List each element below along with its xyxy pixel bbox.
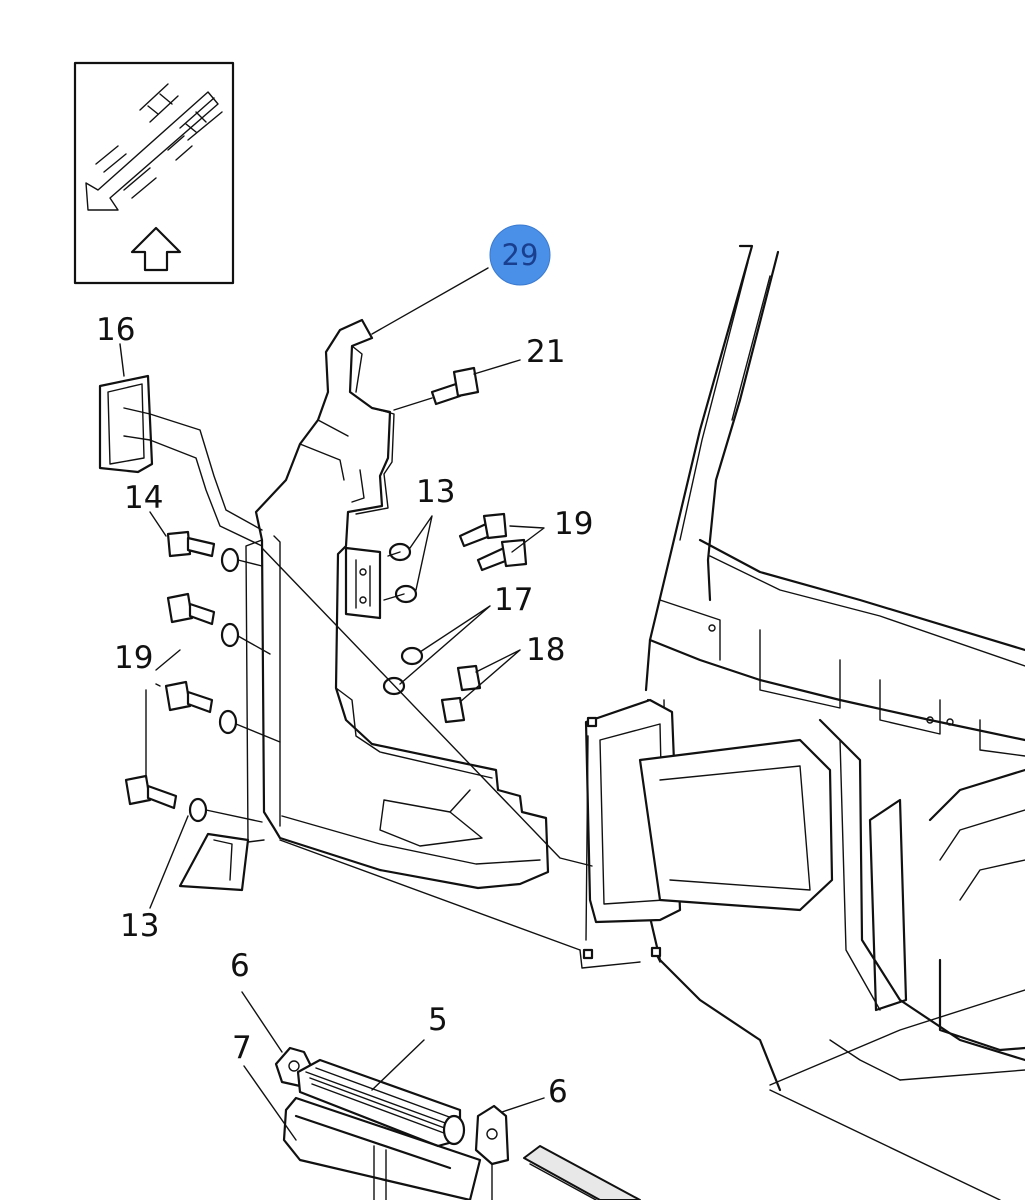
left-fasteners <box>124 530 281 823</box>
label-19-right: 19 <box>554 506 593 542</box>
label-13-lower: 13 <box>120 908 159 944</box>
label-leaders <box>145 359 545 1141</box>
bolt-21 <box>393 366 480 411</box>
label-7: 7 <box>232 1030 252 1066</box>
label-19-left: 19 <box>114 640 153 676</box>
assembly-guide-lines <box>261 547 662 969</box>
callout-29-circle[interactable] <box>489 224 551 286</box>
bolt-14 <box>166 530 240 573</box>
label-13-upper: 13 <box>416 474 455 510</box>
bolt-19-lower <box>164 680 238 735</box>
label-17: 17 <box>494 582 533 618</box>
bolt-19-upper <box>166 592 240 648</box>
up-arrow-icon <box>130 226 182 272</box>
label-6-left: 6 <box>230 948 250 984</box>
vehicle-orientation-icon <box>85 83 223 211</box>
label-14: 14 <box>124 480 163 516</box>
label-6-right: 6 <box>548 1074 568 1110</box>
lower-parts <box>274 1046 641 1200</box>
label-21: 21 <box>526 334 565 370</box>
bolt-19-bottom <box>124 774 208 823</box>
callout-29-label: 29 <box>502 238 539 272</box>
part-16-clip <box>98 343 263 547</box>
orientation-inset <box>73 61 235 285</box>
part-7-frame <box>282 1096 482 1200</box>
part-labels: 16 21 14 13 19 17 18 19 13 6 5 7 6 <box>96 312 593 1110</box>
label-5: 5 <box>428 1002 448 1038</box>
part-5-grille <box>296 1058 466 1148</box>
label-16: 16 <box>96 312 135 348</box>
right-fasteners <box>382 512 528 724</box>
bracket-assembly <box>178 318 550 892</box>
vehicle-body <box>584 244 1025 1200</box>
part-6-right <box>474 1104 510 1166</box>
callout-29[interactable]: 29 <box>371 224 551 335</box>
label-18: 18 <box>526 632 565 668</box>
